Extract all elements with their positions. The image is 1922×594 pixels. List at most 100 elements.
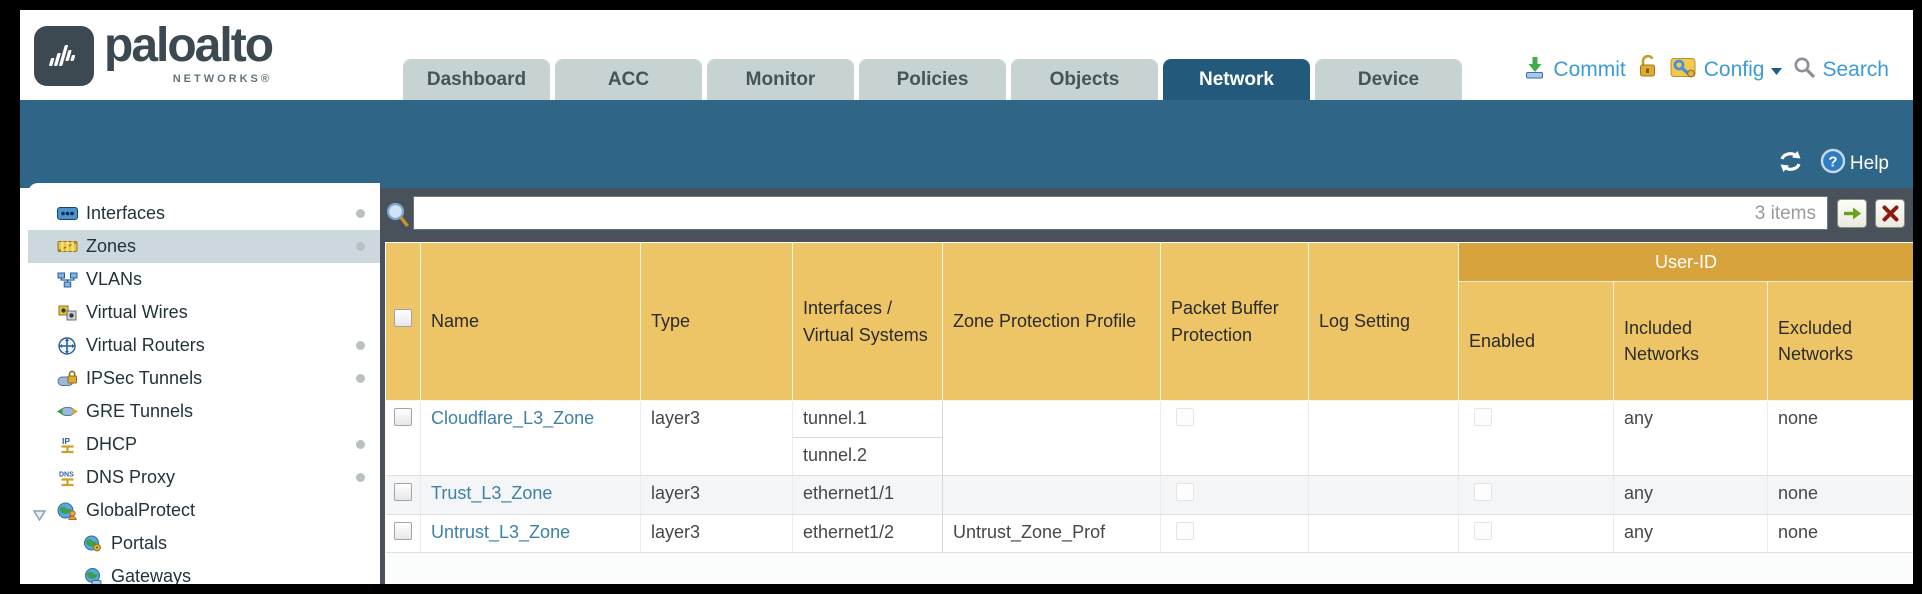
zone-type: layer3 (640, 475, 793, 515)
col-header-excluded-networks[interactable]: Excluded Networks (1766, 281, 1913, 401)
sidebar-item-virtual-wires[interactable]: Virtual Wires (28, 296, 380, 329)
zone-interfaces: tunnel.1 tunnel.2 (792, 400, 943, 476)
col-header-name[interactable]: Name (420, 242, 641, 401)
tab-network[interactable]: Network (1163, 59, 1310, 100)
refresh-icon[interactable] (1777, 150, 1804, 179)
tab-dashboard[interactable]: Dashboard (403, 59, 550, 100)
help-icon: ? (1820, 148, 1846, 180)
interface-item: ethernet1/1 (803, 483, 895, 503)
paloalto-logo: paloalto NETWORKS® (34, 19, 274, 86)
network-sidebar: Interfaces Zones VLANs Virtual Wires (28, 183, 380, 584)
global-search[interactable]: Search (1793, 56, 1889, 85)
excluded-networks: none (1767, 514, 1913, 554)
brand-name: paloalto (104, 19, 274, 72)
row-checkbox[interactable] (393, 408, 412, 426)
portals-icon (80, 535, 104, 552)
select-all-checkbox[interactable] (394, 309, 412, 328)
col-header-interfaces[interactable]: Interfaces / Virtual Systems (792, 242, 943, 401)
row-checkbox[interactable] (393, 521, 412, 540)
app-window: paloalto NETWORKS® Dashboard ACC Monitor… (20, 10, 1913, 584)
col-header-enabled[interactable]: Enabled (1458, 281, 1614, 401)
log-setting-cell (1308, 400, 1459, 476)
sidebar-item-gateways[interactable]: Gateways (28, 560, 380, 584)
status-dot (356, 242, 365, 251)
tab-monitor[interactable]: Monitor (707, 59, 854, 100)
sidebar-item-globalprotect[interactable]: GlobalProtect (28, 494, 380, 527)
zone-type: layer3 (640, 400, 793, 476)
zone-interfaces: ethernet1/2 (792, 514, 943, 554)
vlans-icon (55, 272, 79, 288)
col-header-zone-protection[interactable]: Zone Protection Profile (942, 242, 1161, 401)
filter-input[interactable] (413, 196, 1828, 230)
globalprotect-icon (55, 502, 79, 520)
svg-text:DNS: DNS (59, 471, 74, 478)
apply-filter-button[interactable] (1837, 199, 1867, 228)
sidebar-item-dhcp[interactable]: IP DHCP (28, 428, 380, 461)
sidebar-item-ipsec-tunnels[interactable]: IPSec Tunnels (28, 362, 380, 395)
clear-filter-button[interactable] (1875, 199, 1905, 228)
header-actions: Commit Config Search (1522, 54, 1889, 86)
sidebar-item-zones[interactable]: Zones (28, 230, 380, 263)
zone-name-link[interactable]: Trust_L3_Zone (431, 483, 553, 503)
col-header-log-setting[interactable]: Log Setting (1308, 242, 1459, 401)
select-all-cell (385, 242, 421, 401)
collapse-triangle-icon[interactable] (32, 505, 47, 526)
zone-protection-profile: Untrust_Zone_Prof (942, 514, 1161, 554)
sidebar-item-interfaces[interactable]: Interfaces (28, 197, 380, 230)
virtual-wires-icon (55, 305, 79, 321)
svg-text:IP: IP (62, 436, 70, 446)
gateways-icon (80, 568, 104, 584)
interfaces-icon (55, 206, 79, 221)
packet-buffer-cell (1160, 475, 1309, 515)
packet-buffer-cell (1160, 514, 1309, 554)
zone-name-link[interactable]: Cloudflare_L3_Zone (431, 408, 595, 428)
table-row: Trust_L3_Zone layer3 ethernet1/1 any non… (385, 475, 1913, 515)
filter-toolbar: 3 items (380, 188, 1913, 242)
svg-text:?: ? (1828, 154, 1837, 171)
top-header: paloalto NETWORKS® Dashboard ACC Monitor… (20, 10, 1913, 100)
enabled-checkbox (1474, 521, 1492, 540)
col-header-included-networks[interactable]: Included Networks (1613, 281, 1768, 401)
enabled-checkbox (1474, 483, 1492, 501)
lock-icon[interactable] (1636, 54, 1660, 86)
interface-item: ethernet1/2 (803, 521, 895, 542)
zones-table-panel: Name Type Interfaces / Virtual Systems Z… (385, 242, 1913, 584)
virtual-routers-icon (55, 336, 79, 355)
chevron-down-icon (1770, 58, 1783, 82)
row-checkbox[interactable] (393, 483, 412, 501)
commit-button[interactable]: Commit (1522, 55, 1626, 86)
packet-buffer-checkbox (1176, 408, 1194, 426)
sidebar-item-virtual-routers[interactable]: Virtual Routers (28, 329, 380, 362)
interface-item: tunnel.1 (793, 401, 942, 438)
excluded-networks: none (1767, 400, 1913, 476)
tab-policies[interactable]: Policies (859, 59, 1006, 100)
tab-objects[interactable]: Objects (1011, 59, 1158, 100)
commit-icon (1522, 55, 1547, 86)
sidebar-item-vlans[interactable]: VLANs (28, 263, 380, 296)
excluded-networks: none (1767, 475, 1913, 515)
paloalto-logo-icon (34, 26, 94, 86)
sidebar-item-portals[interactable]: Portals (28, 527, 380, 560)
col-header-packet-buffer[interactable]: Packet Buffer Protection (1160, 242, 1309, 401)
zone-protection-profile (942, 475, 1161, 515)
included-networks: any (1613, 475, 1768, 515)
log-setting-cell (1308, 475, 1459, 515)
zone-name-link[interactable]: Untrust_L3_Zone (431, 521, 571, 542)
tab-device[interactable]: Device (1315, 59, 1462, 100)
sidebar-item-dns-proxy[interactable]: DNS DNS Proxy (28, 461, 380, 494)
dhcp-icon: IP (55, 436, 79, 454)
col-header-type[interactable]: Type (640, 242, 793, 401)
sidebar-item-gre-tunnels[interactable]: GRE Tunnels (28, 395, 380, 428)
user-id-enabled-cell (1458, 400, 1614, 476)
zone-interfaces: ethernet1/1 (792, 475, 943, 515)
table-row: Cloudflare_L3_Zone layer3 tunnel.1 tunne… (385, 400, 1913, 476)
help-button[interactable]: ? Help (1820, 148, 1889, 180)
user-id-enabled-cell (1458, 475, 1614, 515)
included-networks: any (1613, 514, 1768, 554)
config-icon (1670, 55, 1698, 85)
packet-buffer-checkbox (1176, 483, 1194, 501)
config-menu[interactable]: Config (1670, 55, 1784, 85)
status-dot (356, 374, 365, 383)
filter-search-icon (385, 201, 411, 234)
tab-acc[interactable]: ACC (555, 59, 702, 100)
